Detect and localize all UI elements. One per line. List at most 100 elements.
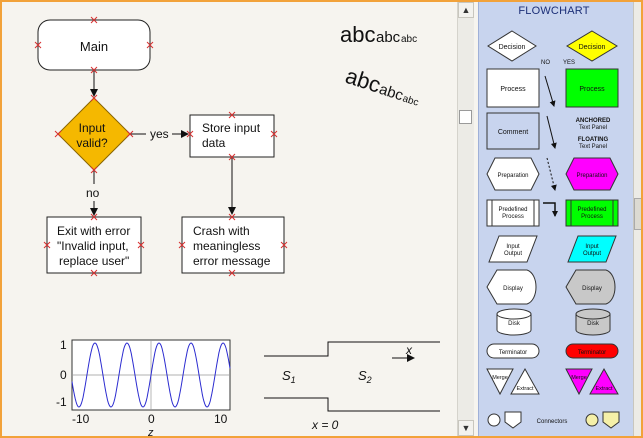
svg-text:Output: Output [583, 251, 601, 257]
palette-arrow-3 [546, 157, 557, 191]
store-label-line2: data [202, 136, 226, 150]
selection-markers [34, 16, 288, 277]
svg-text:Merge: Merge [571, 375, 587, 381]
plot-ytick-neg1: -1 [56, 395, 67, 409]
palette-scroll-thumb[interactable] [634, 198, 641, 230]
svg-text:Process: Process [579, 86, 605, 93]
palette-display-white[interactable]: Display [486, 269, 537, 305]
scroll-up-button[interactable]: ▲ [458, 2, 474, 18]
palette-title: FLOWCHART [518, 5, 590, 17]
canvas-scrollbar[interactable]: ▲ ▼ [457, 2, 474, 436]
plot-x-label: z [147, 427, 154, 436]
svg-text:Input: Input [506, 244, 520, 250]
svg-text:Input: Input [585, 244, 599, 250]
tube-diagram[interactable]: x S1 S2 x = 0 [264, 341, 440, 432]
palette-predefined-white[interactable]: Predefined Process [486, 199, 540, 227]
svg-text:Disk: Disk [508, 321, 521, 327]
palette-connector-circle-yellow[interactable] [585, 413, 599, 427]
palette-decision-yellow[interactable]: Decision [566, 30, 618, 62]
plot-xtick-neg10: -10 [72, 412, 90, 426]
scroll-down-button[interactable]: ▼ [458, 420, 474, 436]
tube-x-label: x [405, 343, 413, 357]
tube-bottom-wall [264, 397, 440, 412]
exit-label-line3: replace user" [59, 254, 129, 268]
palette-predefined-green[interactable]: Predefined Process [565, 199, 619, 227]
palette-connector-offpage-white[interactable] [504, 411, 522, 429]
store-label-line1: Store input [202, 121, 261, 135]
plot-ytick-0: 0 [60, 368, 67, 382]
crash-label-line1: Crash with [193, 224, 250, 238]
text-sample-small: abc [401, 34, 417, 45]
palette-comment[interactable]: Comment [486, 112, 540, 150]
svg-text:Extract: Extract [595, 386, 613, 392]
palette-decision-white[interactable]: Decision [487, 30, 537, 62]
palette-io-cyan[interactable]: Input Output [567, 235, 617, 263]
palette-display-gray[interactable]: Display [565, 269, 616, 305]
palette-merge-magenta[interactable]: Merge [565, 368, 593, 396]
yes-label: yes [150, 127, 169, 141]
palette-disk-white[interactable]: Disk [496, 308, 532, 336]
plot-ytick-1: 1 [60, 338, 67, 352]
palette-connector-offpage-yellow[interactable] [602, 411, 620, 429]
plot-xtick-0: 0 [148, 412, 155, 426]
svg-text:Process: Process [581, 214, 603, 220]
svg-text:Disk: Disk [587, 321, 600, 327]
palette-extract-magenta[interactable]: Extract [589, 367, 619, 395]
sine-plot[interactable]: 1 0 -1 -10 0 10 z [56, 338, 231, 436]
palette-terminator-white[interactable]: Terminator [486, 343, 540, 359]
svg-text:Display: Display [503, 286, 523, 292]
svg-text:Decision: Decision [579, 44, 606, 51]
palette-preparation-white[interactable]: Preparation [486, 157, 540, 191]
svg-text:Text Panel: Text Panel [579, 125, 607, 131]
text-sample-mid: abc [376, 29, 401, 46]
palette-extract-white[interactable]: Extract [510, 367, 540, 395]
text-sample-big: abc [340, 22, 375, 47]
tube-top-wall [264, 341, 440, 357]
svg-text:Terminator: Terminator [499, 350, 527, 356]
svg-text:Preparation: Preparation [576, 173, 607, 179]
svg-text:FLOATING: FLOATING [578, 137, 609, 143]
palette-floating-text[interactable]: FLOATING Text Panel [578, 137, 609, 150]
palette-io-white[interactable]: Input Output [488, 235, 538, 263]
svg-text:Preparation: Preparation [497, 173, 528, 179]
sine-curve [71, 342, 231, 408]
palette-process-white[interactable]: Process [486, 68, 540, 108]
scroll-thumb[interactable] [459, 110, 472, 124]
canvas-svg: Main Input valid? yes Store input data n… [34, 16, 440, 436]
palette-process-green[interactable]: Process [565, 68, 619, 108]
decision-label-line2: valid? [76, 136, 108, 150]
palette-yes-label: YES [563, 60, 575, 66]
no-label: no [86, 186, 100, 200]
svg-text:Process: Process [500, 86, 526, 93]
svg-text:ANCHORED: ANCHORED [576, 118, 611, 124]
exit-label-line1: Exit with error [57, 224, 130, 238]
palette-scrollbar[interactable] [633, 2, 641, 436]
palette-anchored-text[interactable]: ANCHORED Text Panel [576, 118, 611, 131]
exit-label-line2: "Invalid input, [57, 239, 129, 253]
flowchart-palette: FLOWCHART Decision Decision NO YES Pro [478, 2, 634, 436]
svg-text:Predefined: Predefined [577, 207, 606, 213]
palette-svg: Decision Decision NO YES Process Process [486, 30, 620, 429]
svg-text:Comment: Comment [498, 129, 528, 136]
palette-connector-circle-white[interactable] [487, 413, 501, 427]
svg-text:Process: Process [502, 214, 524, 220]
main-node-label: Main [80, 39, 108, 54]
svg-text:Decision: Decision [499, 44, 526, 51]
palette-disk-gray[interactable]: Disk [575, 308, 611, 336]
palette-terminator-red[interactable]: Terminator [565, 343, 619, 359]
svg-text:Terminator: Terminator [578, 350, 606, 356]
crash-label-line2: meaningless [193, 239, 260, 253]
svg-text:Text Panel: Text Panel [579, 144, 607, 150]
text-sample-horizontal[interactable]: abc abc abc [340, 22, 417, 47]
palette-preparation-magenta[interactable]: Preparation [565, 157, 619, 191]
palette-arrow-2 [546, 115, 557, 149]
palette-no-label: NO [541, 60, 550, 66]
palette-merge-white[interactable]: Merge [486, 368, 514, 396]
text-sample-rotated[interactable]: abc abc abc [342, 63, 423, 111]
drawing-canvas[interactable]: Main Input valid? yes Store input data n… [2, 2, 460, 436]
plot-xtick-10: 10 [214, 412, 228, 426]
svg-text:Extract: Extract [516, 386, 534, 392]
svg-text:Output: Output [504, 251, 522, 257]
crash-node[interactable] [181, 216, 285, 274]
text-sample-rot-small: abc [401, 93, 420, 108]
